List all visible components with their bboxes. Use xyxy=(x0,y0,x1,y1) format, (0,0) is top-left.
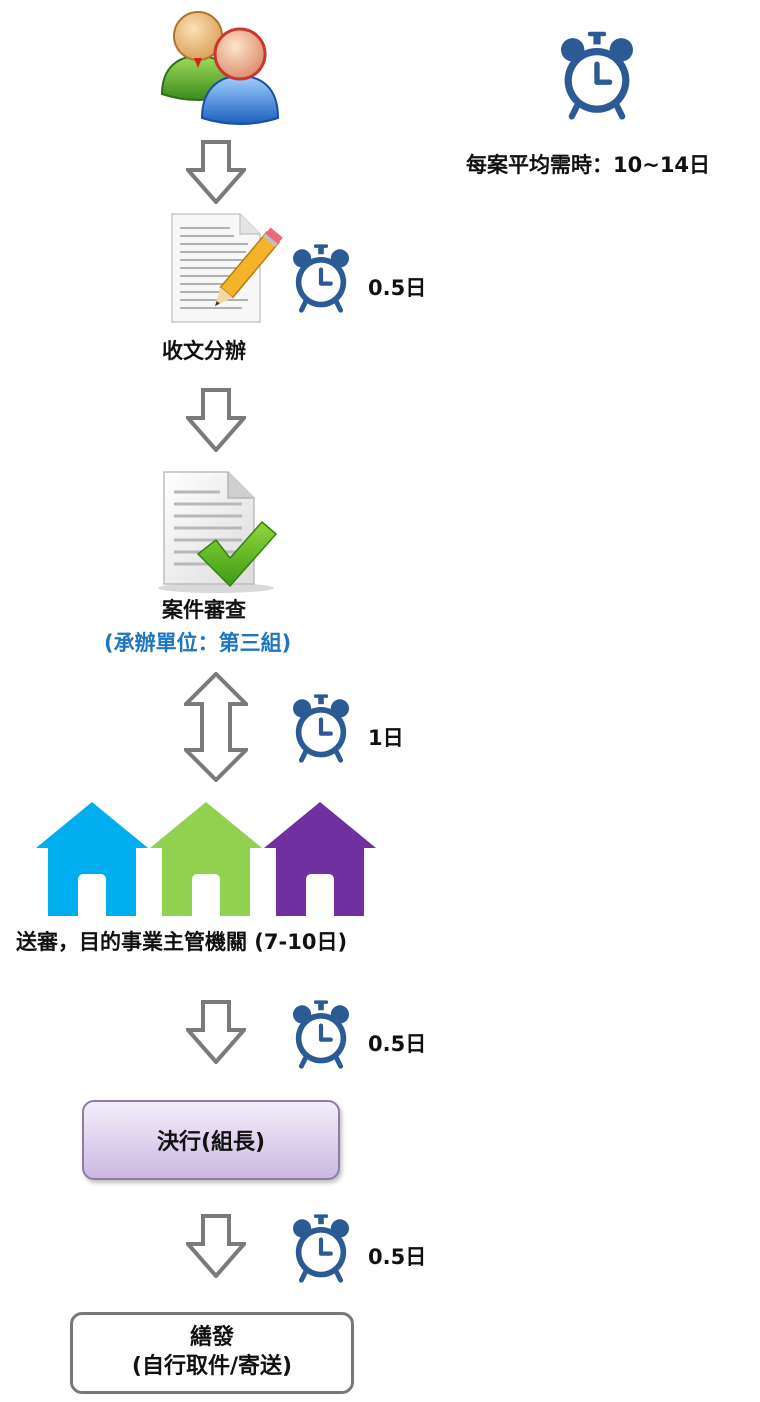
alarm-clock-icon xyxy=(286,996,356,1072)
send-step-label: 繕發 xyxy=(189,1325,234,1351)
review-step-label: 案件審查 xyxy=(162,598,246,622)
down-arrow-icon xyxy=(186,140,246,204)
alarm-clock-icon xyxy=(552,26,642,124)
house-icon xyxy=(264,802,376,916)
alarm-clock-icon xyxy=(286,240,356,316)
receive-step-label: 收文分辦 xyxy=(162,339,246,363)
send-method-label: (自行取件/寄送) xyxy=(131,1354,293,1379)
down-arrow-icon xyxy=(186,1214,246,1278)
agencies-houses xyxy=(36,802,380,918)
down-arrow-icon xyxy=(186,388,246,452)
down-arrow-icon xyxy=(186,1000,246,1064)
handwritten-document-icon xyxy=(168,212,283,324)
house-icon xyxy=(36,802,148,916)
send-box: 繕發 (自行取件/寄送) xyxy=(70,1312,354,1394)
review-unit-label: (承辦單位：第三組) xyxy=(104,631,292,655)
house-icon xyxy=(150,802,262,916)
agencies-step-label: 送審，目的事業主管機關 (7-10日) xyxy=(16,930,348,954)
decision-step-label: 決行(組長) xyxy=(156,1130,266,1155)
alarm-clock-icon xyxy=(286,690,356,766)
users-icon xyxy=(160,8,280,126)
decision-time-label: 0.5日 xyxy=(368,1032,427,1056)
receive-time-label: 0.5日 xyxy=(368,276,427,300)
alarm-clock-icon xyxy=(286,1210,356,1286)
decision-box: 決行(組長) xyxy=(82,1100,340,1180)
approved-document-icon xyxy=(150,470,282,594)
double-arrow-icon xyxy=(184,672,248,782)
review-time-label: 1日 xyxy=(368,726,404,750)
send-time-label: 0.5日 xyxy=(368,1245,427,1269)
average-time-label: 每案平均需時：10~14日 xyxy=(466,153,711,177)
